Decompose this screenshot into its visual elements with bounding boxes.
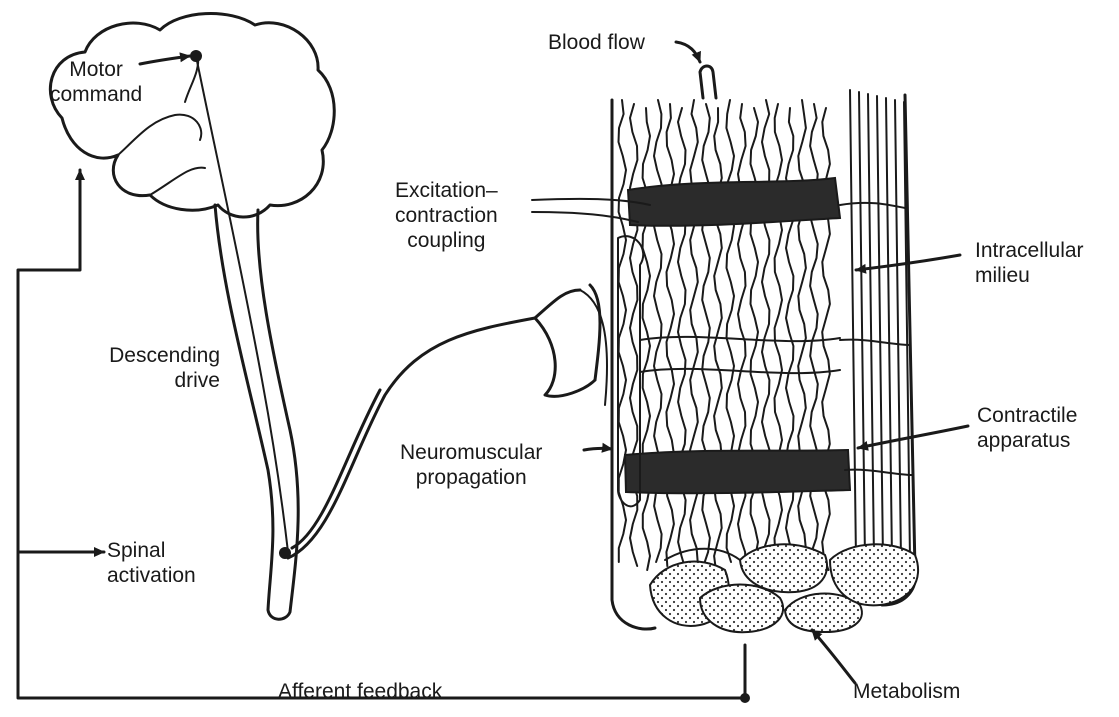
straight-fibril-line — [859, 92, 865, 560]
motor-cortex-dot — [190, 50, 202, 62]
label-intracellular: Intracellular milieu — [975, 238, 1084, 288]
straight-fibril-line — [895, 100, 901, 560]
straight-fibril-line — [886, 98, 892, 560]
label-contractile: Contractile apparatus — [977, 403, 1077, 453]
label-descending-drive: Descending drive — [75, 343, 220, 393]
myofibril-line — [798, 100, 806, 562]
label-blood-flow: Blood flow — [548, 30, 645, 55]
label-neuromuscular-line2: propagation — [400, 465, 542, 490]
label-neuromuscular: Neuromuscular propagation — [400, 440, 542, 490]
label-motor-command-line2: command — [50, 82, 142, 107]
label-excitation-line3: coupling — [395, 228, 498, 253]
label-excitation-line1: Excitation– — [395, 178, 498, 203]
myofibril-line — [702, 104, 710, 566]
myofibril-line — [786, 108, 794, 570]
straight-fibril-line — [868, 94, 874, 560]
label-intracellular-line2: milieu — [975, 263, 1084, 288]
label-excitation-line2: contraction — [395, 203, 498, 228]
label-neuromuscular-line1: Neuromuscular — [400, 440, 542, 465]
myofibril-line — [810, 104, 818, 566]
muscle-fiber-drawing — [612, 66, 918, 632]
label-spinal-line2: activation — [107, 563, 196, 588]
label-excitation: Excitation– contraction coupling — [395, 178, 498, 253]
spinal-cord-drawing — [190, 50, 298, 619]
label-intracellular-line1: Intracellular — [975, 238, 1084, 263]
myofibril-line — [738, 104, 746, 566]
motor-axon-drawing — [288, 285, 607, 558]
label-spinal-line1: Spinal — [107, 538, 196, 563]
myofibril-line — [619, 100, 627, 562]
label-spinal-activation: Spinal activation — [107, 538, 196, 588]
myofibril-line — [630, 104, 637, 566]
label-contractile-line1: Contractile — [977, 403, 1077, 428]
label-descending-line2: drive — [75, 368, 220, 393]
label-descending-line1: Descending — [75, 343, 220, 368]
label-afferent-feedback: Afferent feedback — [278, 679, 442, 704]
myofibril-line — [714, 108, 722, 570]
brain-drawing — [50, 14, 334, 218]
label-metabolism: Metabolism — [853, 679, 960, 704]
label-motor-command: Motor command — [50, 57, 142, 107]
myofibril-line — [678, 108, 686, 570]
label-contractile-line2: apparatus — [977, 428, 1077, 453]
label-motor-command-line1: Motor — [50, 57, 142, 82]
straight-fibril-line — [877, 96, 883, 560]
myofibril-line — [666, 104, 674, 566]
myofibril-line — [775, 104, 783, 566]
